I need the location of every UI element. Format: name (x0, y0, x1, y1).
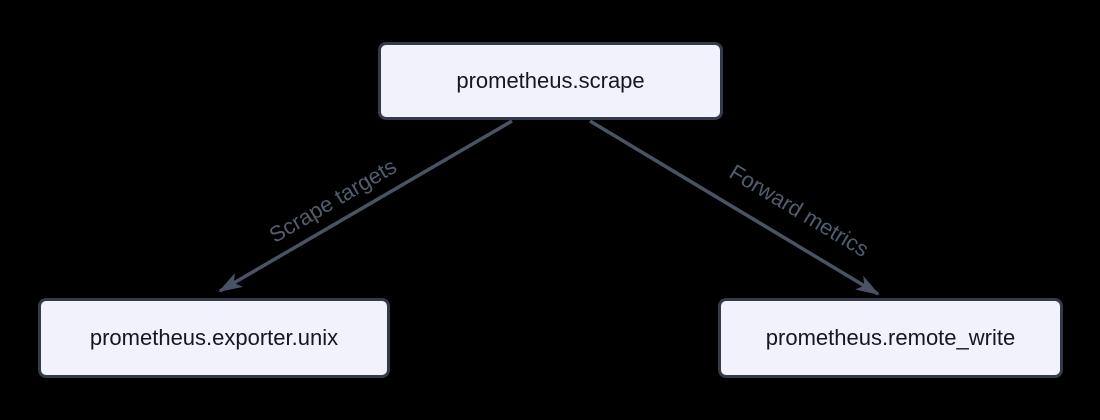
node-prometheus-exporter-unix: prometheus.exporter.unix (38, 298, 390, 378)
edge-forward-metrics-arrow (589, 119, 880, 296)
edge-scrape-targets-arrow (218, 119, 513, 293)
node-prometheus-remote-write-label: prometheus.remote_write (765, 324, 1016, 350)
node-prometheus-scrape-label: prometheus.scrape (456, 67, 645, 93)
node-prometheus-scrape: prometheus.scrape (378, 42, 723, 120)
node-prometheus-remote-write: prometheus.remote_write (718, 298, 1063, 378)
node-prometheus-exporter-unix-label: prometheus.exporter.unix (89, 324, 339, 350)
